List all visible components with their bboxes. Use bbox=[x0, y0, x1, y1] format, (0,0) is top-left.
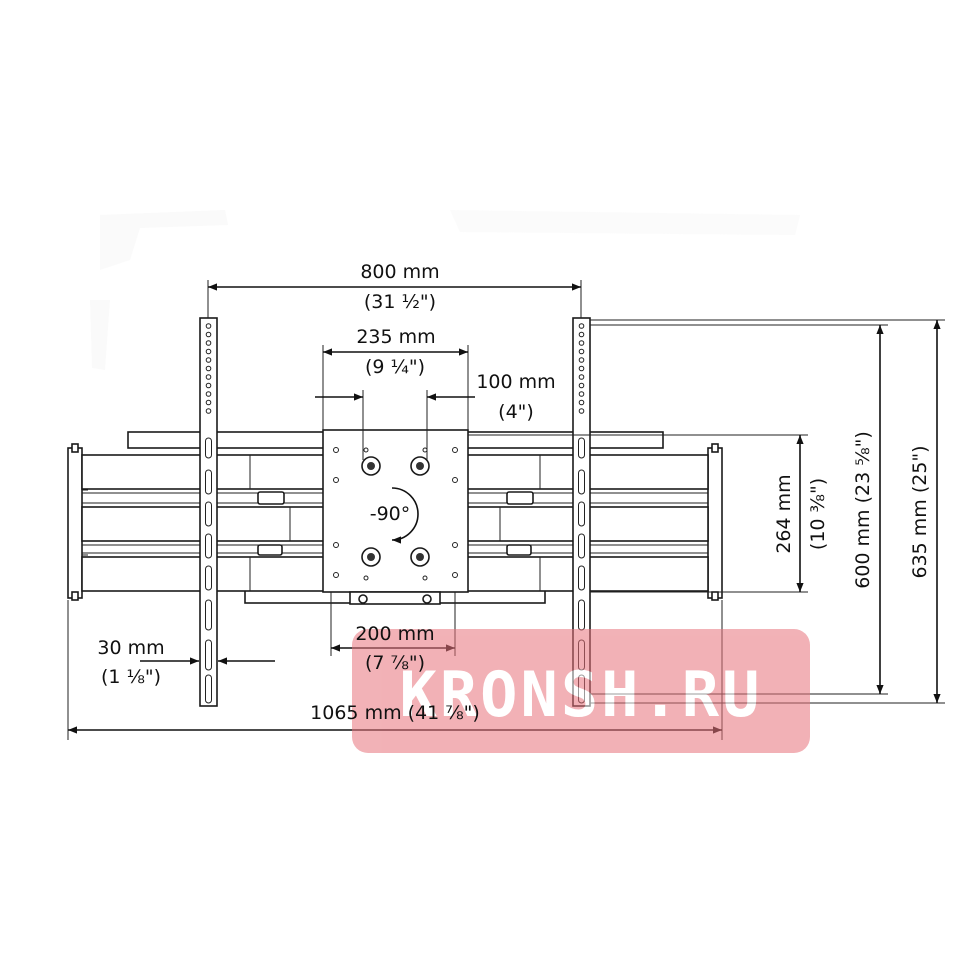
bracket-hole bbox=[205, 357, 212, 363]
bracket-slot bbox=[578, 533, 585, 559]
vesa-mounting-knobs bbox=[361, 456, 430, 567]
bracket-slot bbox=[205, 565, 212, 591]
bracket-hole bbox=[578, 340, 585, 346]
bracket-slot bbox=[578, 501, 585, 527]
bracket-hole bbox=[205, 408, 212, 414]
dim-800-value: 800 mm bbox=[360, 261, 439, 283]
dim-100-imperial: (4") bbox=[498, 401, 534, 423]
bracket-hole bbox=[578, 408, 585, 414]
watermark: KRONSH.RU bbox=[352, 629, 810, 753]
bracket-hole bbox=[205, 382, 212, 389]
bracket-slot bbox=[205, 469, 212, 495]
bracket-slot bbox=[578, 469, 585, 495]
dim-235-imperial: (9 ¼") bbox=[365, 356, 425, 378]
bracket-slot bbox=[578, 599, 585, 631]
dim-30-value: 30 mm bbox=[97, 637, 164, 659]
dimension-labels: 800 mm (31 ½") 235 mm (9 ¼") 100 mm (4")… bbox=[97, 261, 931, 724]
bracket-slot bbox=[205, 437, 212, 459]
bracket-hole bbox=[205, 399, 212, 406]
bracket-hole bbox=[578, 374, 585, 380]
bracket-hole bbox=[578, 323, 585, 329]
bracket-slot bbox=[205, 533, 212, 559]
bracket-slot bbox=[578, 437, 585, 459]
bracket-slot bbox=[205, 674, 212, 704]
dim-800-imperial: (31 ½") bbox=[364, 291, 436, 313]
bracket-hole bbox=[578, 382, 585, 389]
dim-235-value: 235 mm bbox=[356, 326, 435, 348]
bracket-hole bbox=[205, 365, 212, 372]
bracket-hole bbox=[578, 399, 585, 406]
right-end-cap bbox=[707, 443, 723, 601]
bracket-hole bbox=[205, 348, 212, 355]
bracket-hole bbox=[578, 365, 585, 372]
dim-635-label: 635 mm (25") bbox=[909, 445, 931, 578]
dim-200-imperial: (7 ⅞") bbox=[365, 652, 425, 674]
dim-200-value: 200 mm bbox=[355, 623, 434, 645]
dim-264-value: 264 mm bbox=[773, 474, 795, 553]
left-vertical-bracket bbox=[199, 317, 218, 707]
background-smudges bbox=[90, 210, 800, 370]
bracket-hole bbox=[578, 331, 585, 338]
vesa-plate: -90° bbox=[322, 429, 469, 605]
dim-600-label: 600 mm (23 ⅝") bbox=[852, 431, 874, 589]
watermark-text: KRONSH.RU bbox=[400, 658, 763, 731]
bracket-slot bbox=[205, 599, 212, 631]
dim-1065-label: 1065 mm (41 ⅞") bbox=[310, 702, 480, 724]
bracket-slot bbox=[205, 639, 212, 671]
bracket-hole bbox=[205, 374, 212, 380]
bracket-slot bbox=[205, 501, 212, 527]
bracket-hole bbox=[205, 323, 212, 329]
vesa-small-holes bbox=[333, 447, 458, 581]
dim-100-value: 100 mm bbox=[476, 371, 555, 393]
bracket-hole bbox=[205, 391, 212, 397]
dim-264-imperial: (10 ⅜") bbox=[807, 478, 829, 550]
rotation-indicator: -90° bbox=[370, 487, 419, 544]
bracket-slot bbox=[578, 565, 585, 591]
right-vertical-bracket bbox=[572, 317, 591, 707]
bracket-hole bbox=[578, 348, 585, 355]
bracket-hole bbox=[205, 331, 212, 338]
bracket-hole bbox=[578, 357, 585, 363]
rotation-label: -90° bbox=[370, 503, 411, 525]
bracket-hole bbox=[578, 391, 585, 397]
dim-30-imperial: (1 ⅛") bbox=[101, 666, 161, 688]
bracket-hole bbox=[205, 340, 212, 346]
